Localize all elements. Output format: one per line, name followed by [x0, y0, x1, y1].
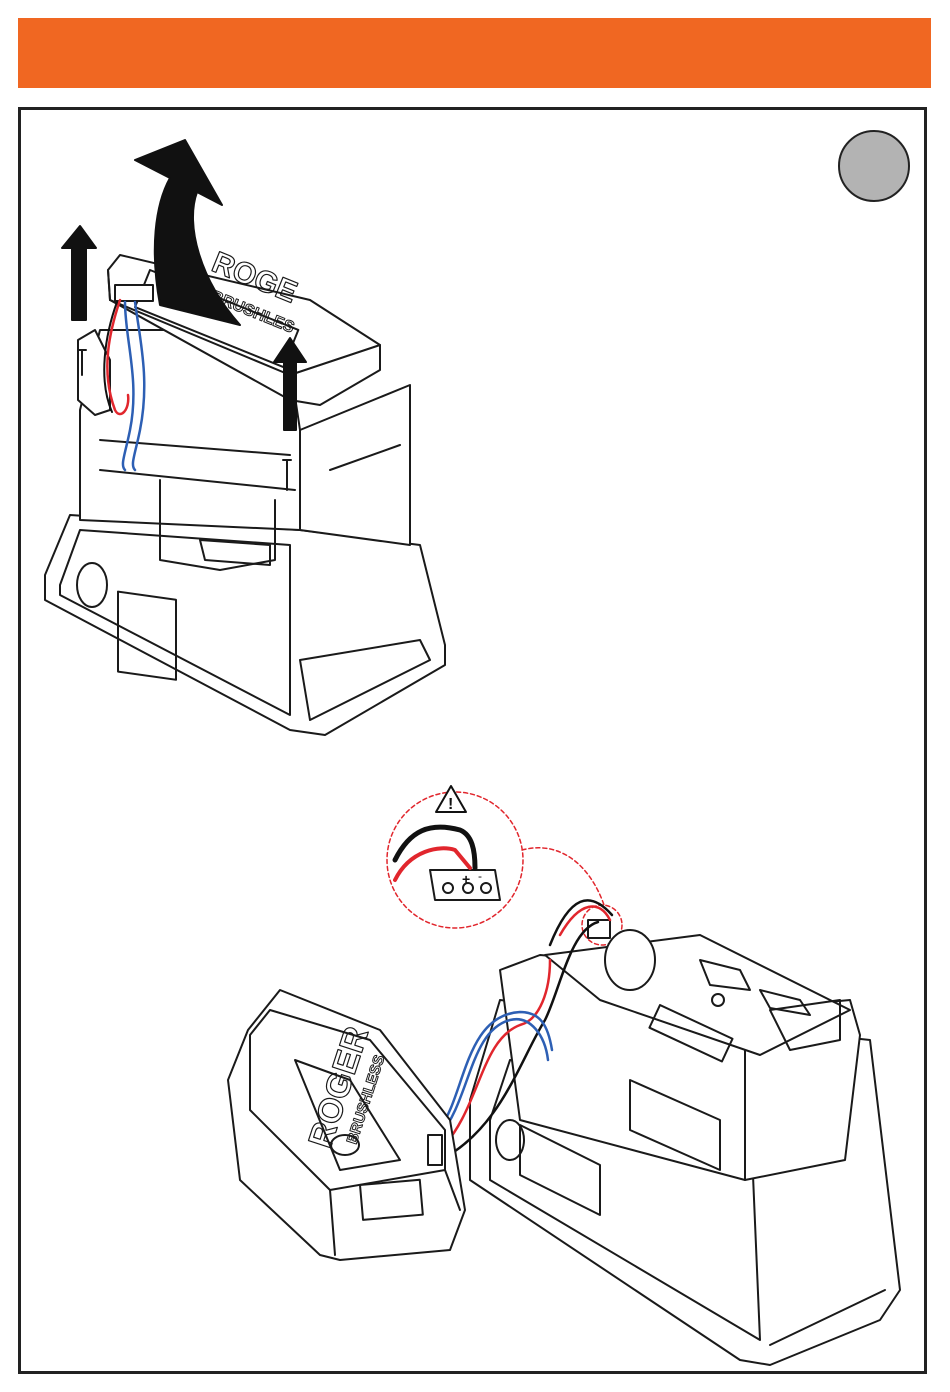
detail-plus-mark: +: [462, 871, 470, 887]
lift-arrow-left-icon: [62, 226, 96, 320]
bottom-motor-module: ROGER BRUSHLESS: [228, 990, 465, 1260]
svg-text:!: !: [448, 796, 453, 813]
top-motor-housing: ROGE BRUSHLES: [45, 246, 445, 735]
detail-callout: + -: [387, 792, 622, 945]
bottom-control-unit: [440, 900, 900, 1365]
detail-minus-mark: -: [478, 869, 482, 883]
